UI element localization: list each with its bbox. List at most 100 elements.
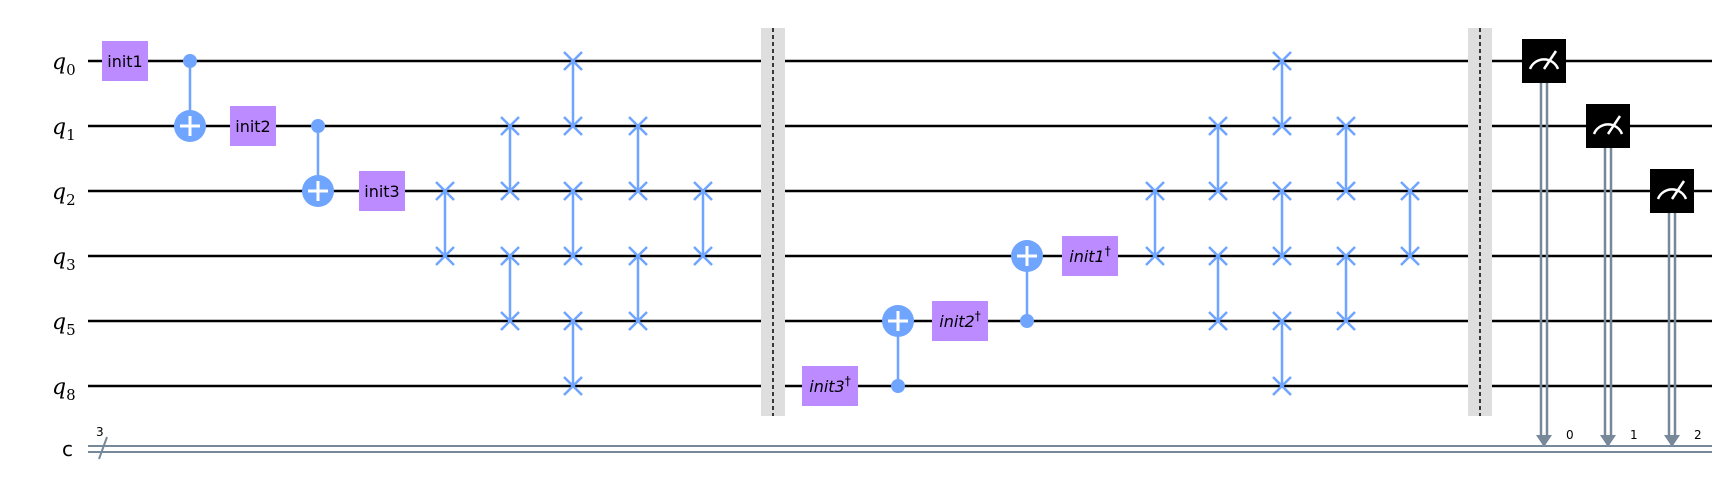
swap-11-x-top-b — [1208, 116, 1228, 136]
swap-14-x-top-b — [1272, 181, 1292, 201]
measure-q0: 0 — [1522, 39, 1574, 447]
gate-init3-dagger-q8-label: init3† — [809, 374, 850, 396]
gate-init3-q2-box — [359, 171, 405, 211]
swap-10 — [1145, 181, 1165, 266]
gate-init1-dagger-q3-label: init1† — [1069, 244, 1110, 266]
gate-init2-dagger-q5: init2† — [932, 301, 988, 341]
swap-15-x-top-b — [1272, 311, 1292, 331]
swap-10-x-top-b — [1145, 181, 1165, 201]
swap-14-x-bottom-b — [1272, 246, 1292, 266]
swap-16-x-top-b — [1336, 116, 1356, 136]
swap-13 — [1272, 51, 1292, 136]
measure-q2: 2 — [1650, 169, 1702, 447]
gate-init3-q2-label: init3 — [364, 182, 399, 201]
cnot-3-control-dot — [891, 379, 905, 393]
swap-10-x-bottom-b — [1145, 246, 1165, 266]
gate-init2-dagger-q5-label: init2† — [939, 309, 980, 331]
gate-init2-q1: init2 — [230, 106, 276, 146]
swap-7 — [628, 116, 648, 201]
gate-init1-q0-label: init1 — [107, 52, 142, 71]
swap-3 — [500, 246, 520, 331]
qubit-label-q5: q5 — [52, 310, 76, 339]
classical-register-width: 3 — [96, 425, 104, 439]
swap-8-x-top-b — [628, 246, 648, 266]
swap-1 — [435, 181, 455, 266]
cnot-4 — [1011, 240, 1043, 328]
gate-init3-q2: init3 — [359, 171, 405, 211]
gate-init1-dagger-q3-box — [1062, 236, 1118, 276]
swap-18 — [1400, 181, 1420, 266]
swap-8 — [628, 246, 648, 331]
swap-2-x-bottom-b — [500, 181, 520, 201]
cnot-1 — [174, 54, 206, 142]
swap-4-x-top-b — [563, 51, 583, 71]
swap-5-x-bottom-b — [563, 246, 583, 266]
swap-18-x-top-b — [1400, 181, 1420, 201]
swap-6-x-top-b — [563, 311, 583, 331]
swap-17 — [1336, 246, 1356, 331]
swap-12 — [1208, 246, 1228, 331]
measure-q0-box — [1522, 39, 1566, 83]
measure-q0-arrow — [1536, 435, 1552, 447]
swap-4 — [563, 51, 583, 136]
swap-7-x-bottom-b — [628, 181, 648, 201]
gate-init1-dagger-q3: init1† — [1062, 236, 1118, 276]
swap-3-x-top-b — [500, 246, 520, 266]
swap-9-x-bottom-b — [693, 246, 713, 266]
swap-6-x-bottom-b — [563, 376, 583, 396]
swap-9 — [693, 181, 713, 266]
measure-q2-meter-needle — [1670, 180, 1686, 200]
gate-init2-dagger-q5-box — [932, 301, 988, 341]
measure-q2-box — [1650, 169, 1694, 213]
barrier-1 — [761, 28, 785, 416]
swap-15-x-bottom-b — [1272, 376, 1292, 396]
measure-q0-cbit-label: 0 — [1566, 428, 1574, 442]
measure-q2-meter-arc — [1656, 188, 1688, 200]
classical-bus-slash — [98, 436, 108, 460]
measure-q0-meter-arc — [1528, 58, 1560, 70]
barrier-2 — [1468, 28, 1492, 416]
qubit-label-q8: q8 — [52, 375, 76, 404]
swap-14 — [1272, 181, 1292, 266]
qubit-label-q1: q1 — [52, 115, 76, 144]
measure-q1-meter-needle — [1606, 115, 1622, 135]
measure-q1-meter-arc — [1592, 123, 1624, 135]
gate-init3-dagger-q8-box — [802, 366, 858, 406]
swap-12-x-bottom-b — [1208, 311, 1228, 331]
swap-15 — [1272, 311, 1292, 396]
swap-9-x-top-b — [693, 181, 713, 201]
swap-5 — [563, 181, 583, 266]
classical-register-label: c — [62, 437, 73, 461]
swap-7-x-top-b — [628, 116, 648, 136]
swap-17-x-bottom-b — [1336, 311, 1356, 331]
swap-11-x-bottom-b — [1208, 181, 1228, 201]
swap-12-x-top-b — [1208, 246, 1228, 266]
swap-11 — [1208, 116, 1228, 201]
swap-2 — [500, 116, 520, 201]
gate-init1-q0-box — [102, 41, 148, 81]
swap-8-x-bottom-b — [628, 311, 648, 331]
cnot-1-control-dot — [183, 54, 197, 68]
measure-q1: 1 — [1586, 104, 1638, 447]
qubit-label-q0: q0 — [52, 50, 76, 79]
measure-q0-meter-needle — [1542, 50, 1558, 70]
swap-1-x-bottom-b — [435, 246, 455, 266]
swap-1-x-top-b — [435, 181, 455, 201]
swap-18-x-bottom-b — [1400, 246, 1420, 266]
qubit-label-q3: q3 — [52, 245, 76, 274]
swap-13-x-bottom-b — [1272, 116, 1292, 136]
measure-q1-arrow — [1600, 435, 1616, 447]
swap-16-x-bottom-b — [1336, 181, 1356, 201]
cnot-3 — [882, 305, 914, 393]
swap-4-x-bottom-b — [563, 116, 583, 136]
gate-init3-dagger-q8: init3† — [802, 366, 858, 406]
measure-q2-cbit-label: 2 — [1694, 428, 1702, 442]
swap-5-x-top-b — [563, 181, 583, 201]
swap-17-x-top-b — [1336, 246, 1356, 266]
swap-3-x-bottom-b — [500, 311, 520, 331]
gate-init1-q0: init1 — [102, 41, 148, 81]
measure-q1-cbit-label: 1 — [1630, 428, 1638, 442]
cnot-4-control-dot — [1020, 314, 1034, 328]
